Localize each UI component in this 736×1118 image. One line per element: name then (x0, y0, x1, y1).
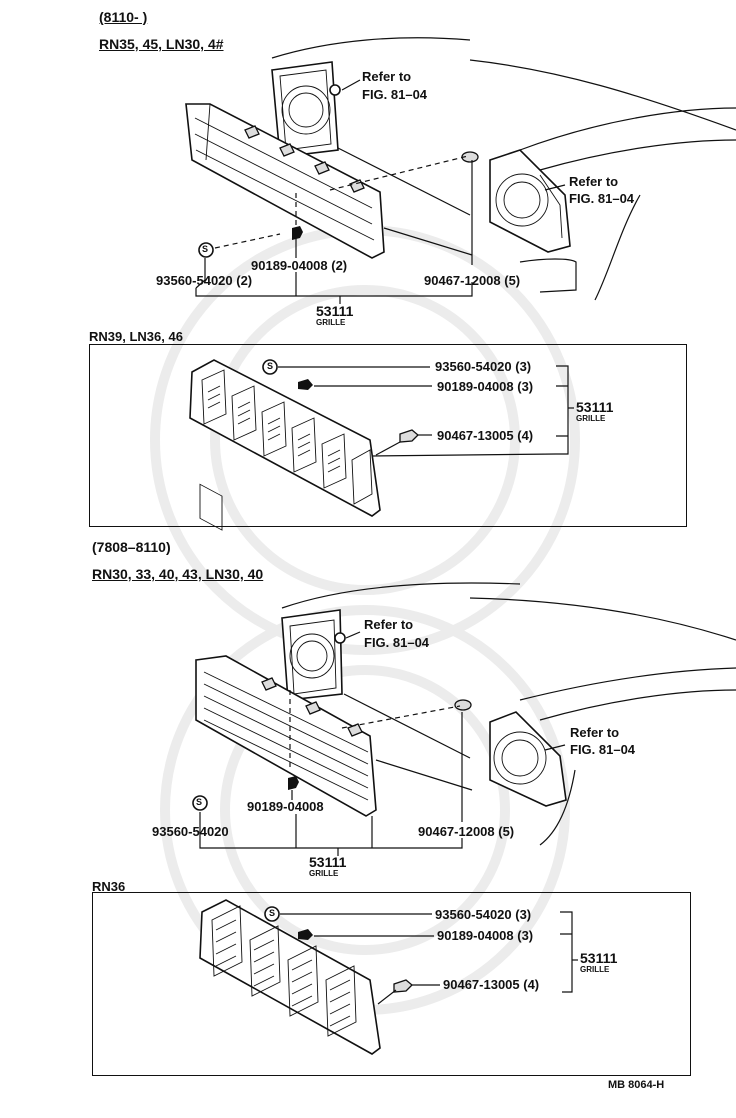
section3-headlamp-bezel-upper (281, 609, 343, 701)
refer-note-line2: FIG. 81–04 (570, 742, 636, 757)
section3-headlamp-bezel-lower (489, 711, 567, 807)
section3-vehicle-outline (281, 582, 736, 846)
part-number-screw: 90189-04008 (3) (437, 379, 534, 394)
part-number-screw: 90189-04008 (247, 799, 324, 814)
s-symbol: S (267, 361, 274, 371)
section1-grille (185, 103, 385, 259)
part-number-screw: 90189-04008 (2) (251, 258, 348, 273)
section3-leader-lines (199, 631, 566, 856)
s-symbol: S (269, 908, 276, 918)
section1-leader-lines (195, 79, 566, 304)
variant-box (92, 892, 691, 1076)
model-list-label: RN30, 33, 40, 43, LN30, 40 (92, 566, 264, 582)
part-number-clip: 90467-13005 (4) (443, 977, 540, 992)
refer-note-line1: Refer to (362, 69, 412, 84)
section1-headlamp-bezel-lower (489, 149, 571, 253)
section4-leader-lines (280, 911, 578, 1005)
model-list-label: RN35, 45, LN30, 4# (99, 36, 224, 52)
part-number-screw-s: 93560-54020 (3) (435, 359, 532, 374)
grille-part-number: 53111 (576, 399, 614, 415)
section4-fasteners (264, 906, 413, 993)
part-number-screw-s: 93560-54020 (152, 824, 229, 839)
refer-note-line2: FIG. 81–04 (569, 191, 635, 206)
s-symbol: S (196, 797, 203, 807)
section2-fasteners (262, 359, 419, 443)
part-number-screw: 90189-04008 (3) (437, 928, 534, 943)
variant-box (89, 344, 687, 527)
grille-part-number: 53111 (316, 303, 354, 319)
refer-note-line2: FIG. 81–04 (364, 635, 430, 650)
part-number-screw-s: 93560-54020 (2) (156, 273, 253, 288)
grille-part-name: GRILLE (309, 869, 339, 878)
refer-note-line1: Refer to (570, 725, 620, 740)
part-number-clip: 90467-13005 (4) (437, 428, 534, 443)
part-number-clip: 90467-12008 (5) (424, 273, 521, 288)
part-number-screw-s: 93560-54020 (3) (435, 907, 532, 922)
refer-note-line1: Refer to (569, 174, 619, 189)
refer-note-line2: FIG. 81–04 (362, 87, 428, 102)
refer-note-line1: Refer to (364, 617, 414, 632)
section3-fasteners (192, 632, 472, 811)
part-number-clip: 90467-12008 (5) (418, 824, 515, 839)
grille-part-name: GRILLE (316, 318, 346, 327)
section3-grille (195, 655, 377, 817)
section4-grille (199, 899, 381, 1055)
date-range-label: (8110- ) (99, 9, 148, 25)
grille-part-name: GRILLE (576, 414, 606, 423)
grille-part-number: 53111 (580, 950, 618, 966)
section1-vehicle-outline (271, 37, 736, 301)
grille-part-name: GRILLE (580, 965, 610, 974)
grille-part-number: 53111 (309, 854, 347, 870)
model-list-label: RN36 (92, 879, 126, 894)
model-list-label: RN39, LN36, 46 (89, 329, 183, 344)
section1-headlamp-bezel-upper (271, 61, 339, 158)
section2-leader-lines (278, 365, 574, 457)
s-symbol: S (202, 244, 209, 254)
diagram-code: MB 8064-H (608, 1079, 665, 1091)
date-range-label: (7808–8110) (92, 539, 171, 555)
section2-grille (189, 359, 381, 531)
